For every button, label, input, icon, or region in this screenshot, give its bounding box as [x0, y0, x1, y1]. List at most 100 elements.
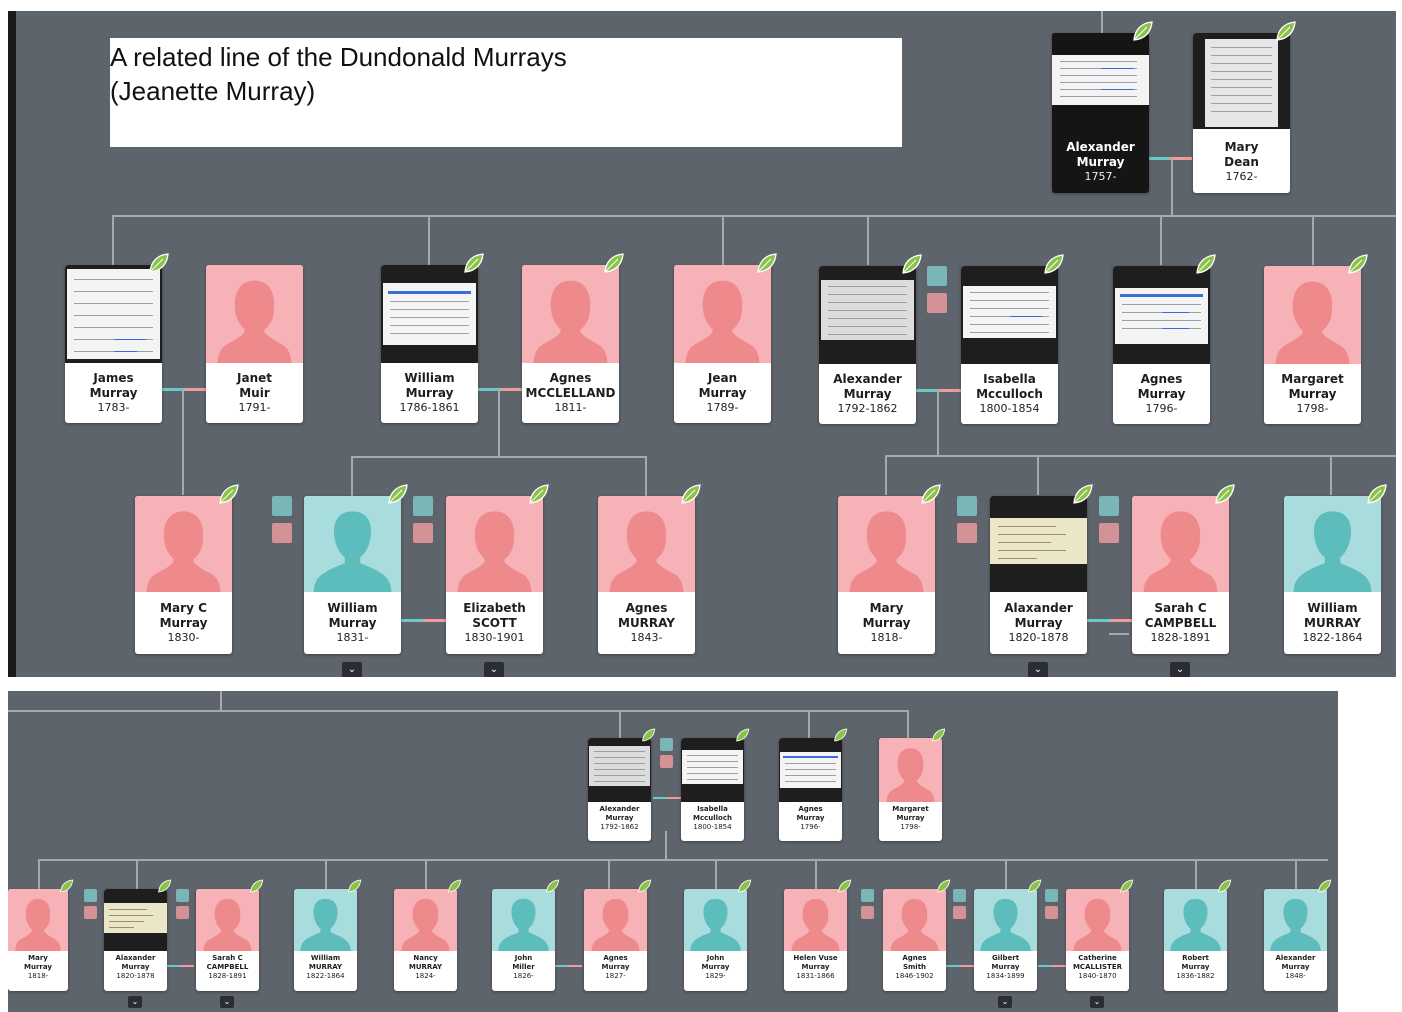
person-card[interactable]: Alexander Murray 1792-1862 — [588, 738, 651, 841]
leaf-icon[interactable] — [1041, 252, 1065, 276]
spouse-toggle-icon[interactable] — [84, 889, 97, 902]
person-card[interactable]: Sarah C CAMPBELL 1828-1891 — [196, 889, 259, 991]
leaf-icon[interactable] — [248, 878, 264, 894]
person-card[interactable]: William MURRAY 1822-1864 — [294, 889, 357, 991]
leaf-icon[interactable] — [461, 251, 485, 275]
leaf-icon[interactable] — [156, 878, 172, 894]
leaf-icon[interactable] — [1273, 19, 1297, 43]
person-card[interactable]: Agnes Smith 1846-1902 — [883, 889, 946, 991]
person-card[interactable]: Jean Murray 1789- — [674, 265, 771, 423]
person-card[interactable]: Mary Murray 1818- — [8, 889, 68, 991]
chevron-down-icon[interactable]: ⌄ — [220, 996, 234, 1008]
leaf-icon[interactable] — [636, 878, 652, 894]
person-card[interactable]: Helen Vuse Murray 1831-1866 — [784, 889, 847, 991]
spouse-toggle-icon[interactable] — [957, 523, 977, 543]
person-card[interactable]: Agnes Murray 1796- — [779, 738, 842, 841]
spouse-toggle-icon[interactable] — [957, 496, 977, 516]
chevron-down-icon[interactable]: ⌄ — [342, 662, 362, 677]
leaf-icon[interactable] — [1118, 878, 1134, 894]
family-tree-panel-bottom[interactable]: Alexander Murray 1792-1862 Isabella Mccu… — [8, 691, 1338, 1012]
spouse-toggle-icon[interactable] — [660, 755, 673, 768]
spouse-toggle-icon[interactable] — [1045, 906, 1058, 919]
chevron-down-icon[interactable]: ⌄ — [1028, 662, 1048, 677]
leaf-icon[interactable] — [678, 482, 702, 506]
spouse-toggle-icon[interactable] — [953, 906, 966, 919]
spouse-toggle-icon[interactable] — [272, 523, 292, 543]
spouse-toggle-icon[interactable] — [1099, 496, 1119, 516]
person-card[interactable]: William Murray 1786-1861 — [381, 265, 478, 423]
leaf-icon[interactable] — [446, 878, 462, 894]
leaf-icon[interactable] — [736, 878, 752, 894]
leaf-icon[interactable] — [640, 727, 656, 743]
person-card[interactable]: Elizabeth SCOTT 1830-1901 — [446, 496, 543, 654]
person-card[interactable]: Alaxander Murray 1820-1878 — [104, 889, 167, 991]
person-card[interactable]: Margaret Murray 1798- — [879, 738, 942, 841]
person-card[interactable]: Robert Murray 1836-1882 — [1164, 889, 1227, 991]
spouse-toggle-icon[interactable] — [413, 496, 433, 516]
leaf-icon[interactable] — [1070, 482, 1094, 506]
leaf-icon[interactable] — [385, 482, 409, 506]
leaf-icon[interactable] — [58, 878, 74, 894]
person-card[interactable]: Agnes Murray 1827- — [584, 889, 647, 991]
spouse-toggle-icon[interactable] — [413, 523, 433, 543]
leaf-icon[interactable] — [1345, 252, 1369, 276]
leaf-icon[interactable] — [832, 727, 848, 743]
chevron-down-icon[interactable]: ⌄ — [1170, 662, 1190, 677]
person-card[interactable]: Margaret Murray 1798- — [1264, 266, 1361, 424]
spouse-toggle-icon[interactable] — [84, 906, 97, 919]
leaf-icon[interactable] — [146, 251, 170, 275]
person-card[interactable]: William MURRAY 1822-1864 — [1284, 496, 1381, 654]
person-card[interactable]: Alaxander Murray 1820-1878 — [990, 496, 1087, 654]
person-card[interactable]: Agnes MURRAY 1843- — [598, 496, 695, 654]
person-card[interactable]: William Murray 1831- — [304, 496, 401, 654]
spouse-toggle-icon[interactable] — [1099, 523, 1119, 543]
leaf-icon[interactable] — [1316, 878, 1332, 894]
spouse-toggle-icon[interactable] — [660, 738, 673, 751]
leaf-icon[interactable] — [1212, 482, 1236, 506]
leaf-icon[interactable] — [930, 727, 946, 743]
leaf-icon[interactable] — [346, 878, 362, 894]
person-card[interactable]: Agnes Murray 1796- — [1113, 266, 1210, 424]
person-card[interactable]: John Miller 1826- — [492, 889, 555, 991]
spouse-toggle-icon[interactable] — [927, 293, 947, 313]
person-card[interactable]: Sarah C CAMPBELL 1828-1891 — [1132, 496, 1229, 654]
leaf-icon[interactable] — [526, 482, 550, 506]
leaf-icon[interactable] — [1364, 482, 1388, 506]
family-tree-panel-top[interactable]: A related line of the Dundonald Murrays … — [8, 11, 1396, 677]
chevron-down-icon[interactable]: ⌄ — [998, 996, 1012, 1008]
leaf-icon[interactable] — [754, 251, 778, 275]
person-card[interactable]: James Murray 1783- — [65, 265, 162, 423]
spouse-toggle-icon[interactable] — [861, 889, 874, 902]
person-card[interactable]: Alexander Murray 1848- — [1264, 889, 1327, 991]
spouse-toggle-icon[interactable] — [176, 906, 189, 919]
spouse-toggle-icon[interactable] — [176, 889, 189, 902]
leaf-icon[interactable] — [601, 251, 625, 275]
person-card[interactable]: Gilbert Murray 1834-1899 — [974, 889, 1037, 991]
person-card[interactable]: John Murray 1829- — [684, 889, 747, 991]
chevron-down-icon[interactable]: ⌄ — [128, 996, 142, 1008]
spouse-toggle-icon[interactable] — [927, 266, 947, 286]
leaf-icon[interactable] — [918, 482, 942, 506]
person-card[interactable]: Agnes MCCLELLAND 1811- — [522, 265, 619, 423]
leaf-icon[interactable] — [935, 878, 951, 894]
leaf-icon[interactable] — [1193, 252, 1217, 276]
person-card[interactable]: Isabella Mcculloch 1800-1854 — [961, 266, 1058, 424]
leaf-icon[interactable] — [899, 252, 923, 276]
spouse-toggle-icon[interactable] — [861, 906, 874, 919]
spouse-toggle-icon[interactable] — [953, 889, 966, 902]
person-card[interactable]: Isabella Mcculloch 1800-1854 — [681, 738, 744, 841]
leaf-icon[interactable] — [836, 878, 852, 894]
leaf-icon[interactable] — [216, 482, 240, 506]
person-card[interactable]: Alexander Murray 1757- — [1052, 33, 1149, 193]
leaf-icon[interactable] — [734, 727, 750, 743]
leaf-icon[interactable] — [1216, 878, 1232, 894]
spouse-toggle-icon[interactable] — [1045, 889, 1058, 902]
person-card[interactable]: Alexander Murray 1792-1862 — [819, 266, 916, 424]
person-card[interactable]: Nancy MURRAY 1824- — [394, 889, 457, 991]
spouse-toggle-icon[interactable] — [272, 496, 292, 516]
person-card[interactable]: Mary Dean 1762- — [1193, 33, 1290, 193]
chevron-down-icon[interactable]: ⌄ — [484, 662, 504, 677]
chevron-down-icon[interactable]: ⌄ — [1090, 996, 1104, 1008]
person-card[interactable]: Mary C Murray 1830- — [135, 496, 232, 654]
leaf-icon[interactable] — [1130, 19, 1154, 43]
